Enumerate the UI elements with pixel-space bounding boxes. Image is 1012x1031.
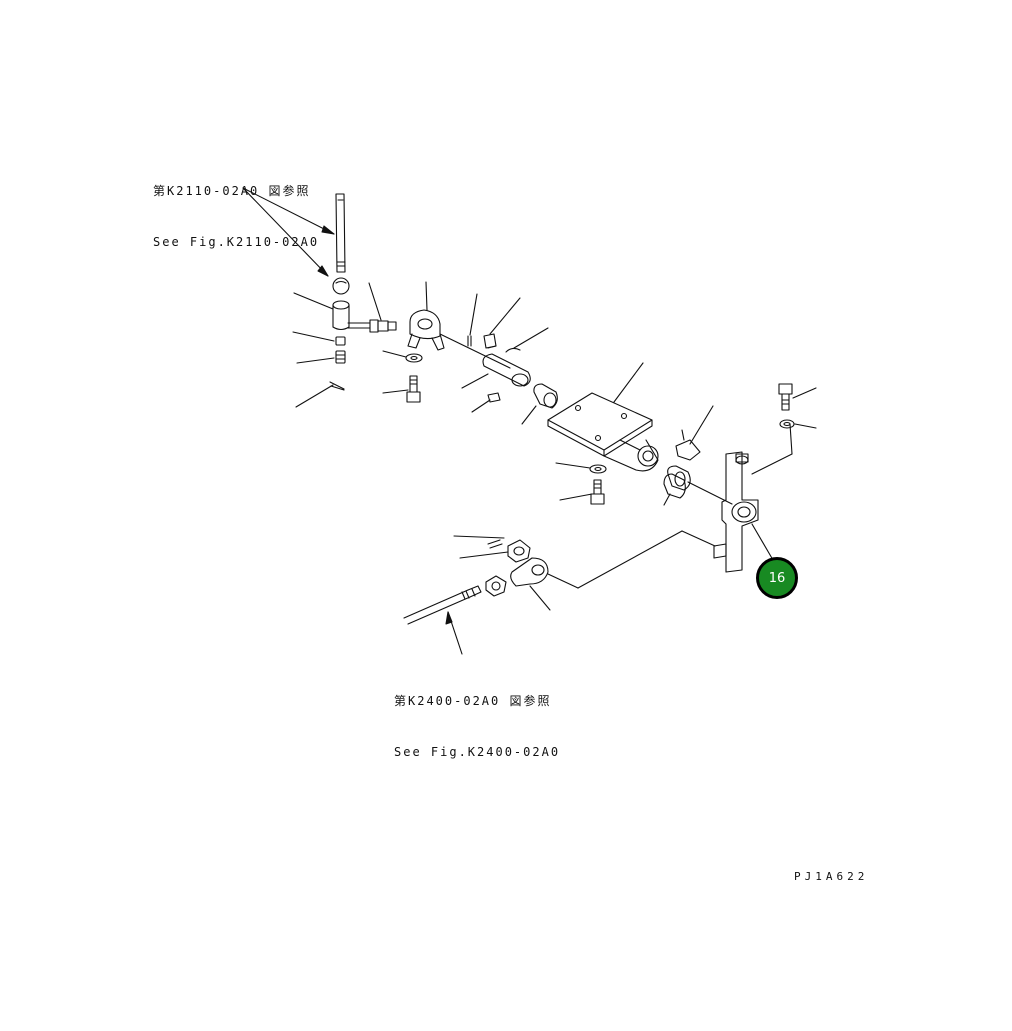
reference-arrows-top bbox=[242, 187, 335, 277]
pin-top-a bbox=[467, 293, 478, 347]
washer-top-right bbox=[779, 419, 817, 429]
leader-lines-left bbox=[292, 292, 335, 408]
key-block bbox=[483, 297, 521, 349]
bolt-mid bbox=[559, 479, 605, 505]
nut-small bbox=[335, 336, 346, 364]
reference-note-top-en: See Fig.K2110-02A0 bbox=[153, 235, 320, 249]
clevis-bracket bbox=[407, 281, 445, 351]
pin-small bbox=[471, 392, 501, 413]
cotter-pin-left bbox=[329, 381, 345, 391]
reference-note-bottom-jp: 第K2400-02A0 図参照 bbox=[394, 694, 552, 708]
control-rod-upper bbox=[335, 193, 346, 273]
linkage-pin bbox=[347, 282, 397, 333]
nut-lower bbox=[485, 575, 507, 597]
drawing-code: PJ1A622 bbox=[794, 870, 869, 883]
reference-note-bottom: 第K2400-02A0 図参照 See Fig.K2400-02A0 bbox=[394, 659, 560, 795]
pivot-arm bbox=[603, 439, 659, 472]
nut-upper bbox=[453, 535, 531, 563]
reference-arrow-bottom bbox=[445, 611, 463, 655]
bushing-left bbox=[521, 383, 558, 425]
reference-note-bottom-en: See Fig.K2400-02A0 bbox=[394, 745, 561, 759]
pin-top-b bbox=[505, 327, 549, 353]
mounting-plate bbox=[547, 362, 653, 457]
bolt-top-right bbox=[778, 383, 817, 411]
washer-left bbox=[382, 350, 423, 363]
sleeve bbox=[332, 300, 350, 331]
shaft bbox=[439, 333, 531, 389]
lever-arm bbox=[713, 423, 793, 573]
washer-mid bbox=[555, 462, 607, 474]
reference-note-top: 第K2110-02A0 図参照 See Fig.K2110-02A0 bbox=[153, 149, 319, 285]
control-rod-lower bbox=[403, 585, 482, 625]
reference-note-top-jp: 第K2110-02A0 図参照 bbox=[153, 184, 311, 198]
ball-joint bbox=[332, 277, 350, 295]
bolt-left bbox=[382, 375, 421, 403]
bushing-right bbox=[663, 465, 733, 506]
clip-fitting bbox=[675, 405, 714, 461]
callout-badge-16[interactable]: 16 bbox=[756, 557, 798, 599]
rod-end bbox=[510, 530, 716, 611]
